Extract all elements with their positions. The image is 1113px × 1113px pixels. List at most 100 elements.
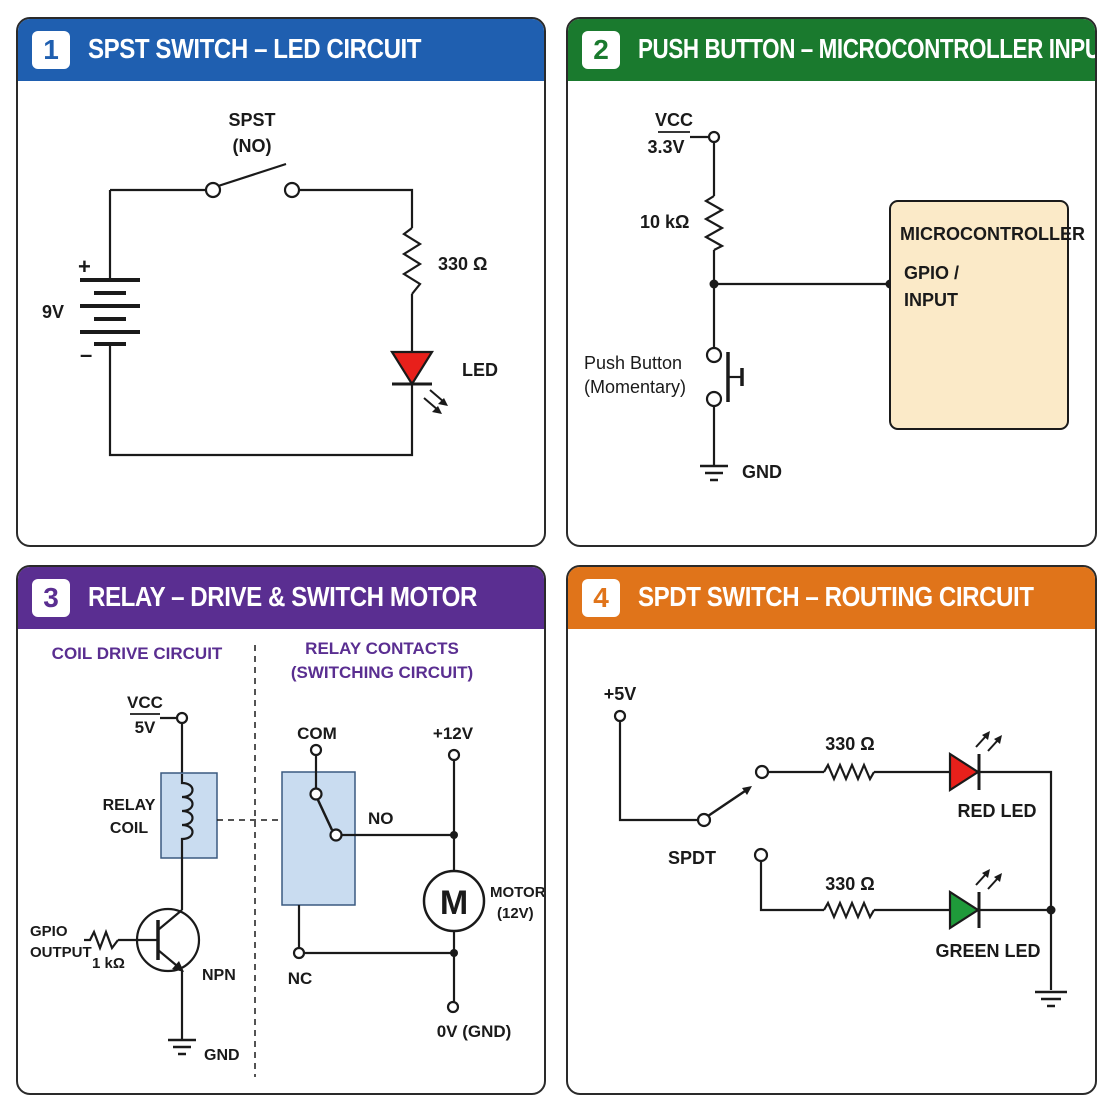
- mcu-label: MICROCONTROLLER: [900, 224, 1085, 244]
- ground-terminal: [446, 1000, 460, 1014]
- button-label-line2: (Momentary): [584, 377, 686, 397]
- panel-title: SPST SWITCH – LED CIRCUIT: [88, 33, 422, 64]
- relay-coil-box: [160, 772, 218, 859]
- panel-header: 4 SPDT SWITCH – ROUTING CIRCUIT: [568, 567, 1095, 629]
- nc-label: NC: [288, 969, 313, 988]
- battery-label: 9V: [42, 302, 64, 322]
- panel-header: 3 RELAY – DRIVE & SWITCH MOTOR: [18, 567, 544, 629]
- push-button-symbol: [705, 346, 744, 408]
- gnd-label: GND: [204, 1047, 240, 1064]
- supply-terminal: [447, 748, 461, 762]
- ground-label: 0V (GND): [437, 1022, 512, 1041]
- gpio-label-line1: GPIO: [30, 923, 68, 940]
- panel-spst-led: 1 SPST SWITCH – LED CIRCUIT + – 9V SPST …: [16, 17, 546, 547]
- vcc-value: 3.3V: [647, 137, 684, 157]
- contacts-section-title-line2: (SWITCHING CIRCUIT): [291, 663, 473, 682]
- gnd-label: GND: [742, 462, 782, 482]
- vcc-terminal: [175, 711, 189, 725]
- wire: [298, 188, 414, 228]
- resistor-label: 10 kΩ: [640, 212, 689, 232]
- panel-number: 3: [32, 579, 70, 617]
- microcontroller-block: [889, 200, 1069, 430]
- no-label: NO: [368, 809, 394, 828]
- nc-terminal: [292, 946, 306, 960]
- push-button-schematic: VCC 3.3V 10 kΩ MICROCONTROLLER GPIO / IN…: [584, 110, 1085, 482]
- resistor-bottom-symbol: [823, 900, 875, 920]
- resistor-top-label: 330 Ω: [825, 734, 874, 754]
- gpio-label-line2: INPUT: [904, 290, 958, 310]
- panel-number: 2: [582, 31, 620, 69]
- panel-number: 4: [582, 579, 620, 617]
- base-resistor-symbol: [84, 928, 119, 952]
- relay-coil-symbol: [180, 774, 194, 858]
- spdt-top-terminal: [754, 764, 770, 780]
- battery-plus: +: [78, 254, 91, 279]
- panel-title: RELAY – DRIVE & SWITCH MOTOR: [88, 581, 477, 612]
- switch-label: SPDT: [668, 848, 716, 868]
- wire: [759, 861, 824, 912]
- transistor-label: NPN: [202, 967, 236, 984]
- supply-terminal: [613, 709, 627, 723]
- green-led-symbol: [948, 869, 1002, 931]
- green-led-label: GREEN LED: [935, 941, 1040, 961]
- led-label: LED: [462, 360, 498, 380]
- resistor-top-symbol: [823, 762, 875, 782]
- led-symbol: [390, 350, 448, 414]
- spdt-arm: [707, 787, 749, 818]
- gpio-label-line1: GPIO /: [904, 263, 959, 283]
- spdt-bottom-terminal: [753, 847, 769, 863]
- panel-push-button: 2 PUSH BUTTON – MICROCONTROLLER INPUT VC…: [566, 17, 1097, 547]
- vcc-value: 5V: [135, 718, 156, 737]
- ground-symbol: [700, 464, 728, 482]
- spst-led-schematic: + – 9V SPST (NO) 330 Ω LED: [42, 110, 498, 457]
- coil-label-line2: COIL: [110, 820, 148, 837]
- junction-dot: [709, 279, 719, 289]
- vcc-label: VCC: [655, 110, 693, 130]
- switch-label: SPST: [228, 110, 275, 130]
- panel-number: 1: [32, 31, 70, 69]
- relay-contact-arm: [316, 799, 334, 831]
- junction-dot: [1046, 905, 1056, 915]
- relay-schematic: COIL DRIVE CIRCUIT RELAY CONTACTS (SWITC…: [30, 639, 544, 1077]
- spdt-schematic: +5V SPDT 330 Ω RED LED 330 Ω: [604, 684, 1067, 1008]
- com-label: COM: [297, 724, 337, 743]
- panel-header: 1 SPST SWITCH – LED CIRCUIT: [18, 19, 544, 81]
- coil-label-line1: RELAY: [103, 797, 156, 814]
- spdt-common-terminal: [696, 812, 712, 828]
- ground-symbol: [168, 1038, 196, 1056]
- motor-label-line2: (12V): [497, 905, 534, 922]
- red-led-label: RED LED: [957, 801, 1036, 821]
- supply-label: +12V: [433, 724, 474, 743]
- vcc-terminal: [707, 130, 721, 144]
- vcc-label: VCC: [127, 693, 163, 712]
- contacts-section-title-line1: RELAY CONTACTS: [305, 639, 459, 658]
- panel-relay: 3 RELAY – DRIVE & SWITCH MOTOR COIL DRIV…: [16, 565, 546, 1095]
- spdt-arrow: [742, 786, 752, 795]
- resistor-bottom-label: 330 Ω: [825, 874, 874, 894]
- wire: [108, 344, 414, 457]
- motor-letter: M: [440, 884, 468, 922]
- spst-switch-symbol: [204, 162, 301, 199]
- resistor-label: 330 Ω: [438, 254, 487, 274]
- supply-label: +5V: [604, 684, 637, 704]
- motor-label-line1: MOTOR: [490, 884, 544, 901]
- base-resistor-label: 1 kΩ: [92, 955, 125, 972]
- wire: [979, 770, 1053, 990]
- ground-symbol: [1035, 990, 1067, 1008]
- wire: [618, 721, 698, 822]
- panel-spdt: 4 SPDT SWITCH – ROUTING CIRCUIT +5V SPDT…: [566, 565, 1097, 1095]
- resistor-symbol: [401, 227, 423, 295]
- red-led-symbol: [948, 731, 1002, 793]
- no-contact: [329, 828, 343, 842]
- panel-title: PUSH BUTTON – MICROCONTROLLER INPUT: [638, 33, 1097, 64]
- com-contact: [309, 787, 323, 801]
- switch-sublabel: (NO): [233, 136, 272, 156]
- coil-section-title: COIL DRIVE CIRCUIT: [52, 644, 223, 663]
- gpio-label-line2: OUTPUT: [30, 944, 92, 961]
- battery-symbol: [80, 278, 140, 346]
- button-label-line1: Push Button: [584, 353, 682, 373]
- com-terminal: [309, 743, 323, 757]
- resistor-symbol: [703, 195, 725, 251]
- panel-title: SPDT SWITCH – ROUTING CIRCUIT: [638, 581, 1034, 612]
- panel-header: 2 PUSH BUTTON – MICROCONTROLLER INPUT: [568, 19, 1095, 81]
